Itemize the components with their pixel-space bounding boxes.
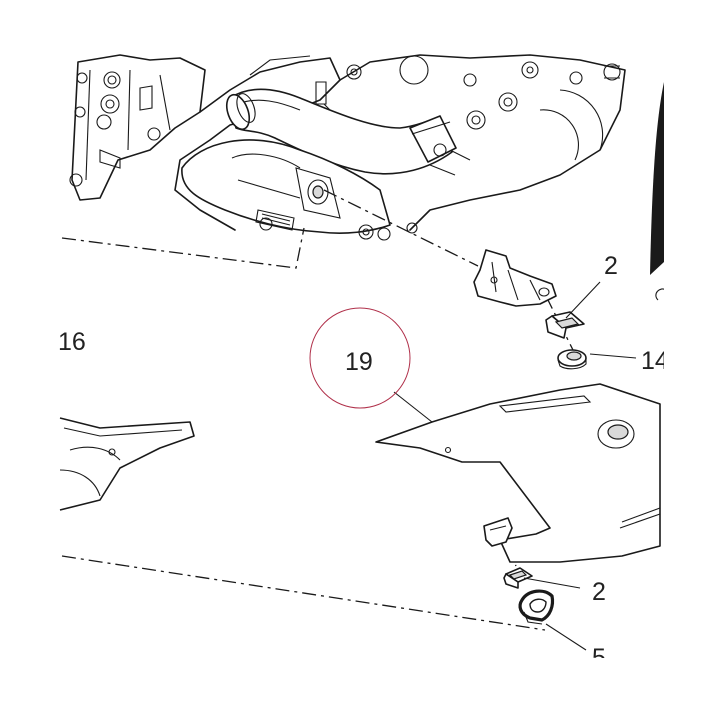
mounting-bracket bbox=[473, 249, 557, 307]
lower-bracket bbox=[483, 517, 513, 547]
callout-16: 16 bbox=[58, 328, 86, 356]
callout-leaders bbox=[393, 281, 637, 651]
callout-19: 19 bbox=[345, 348, 373, 376]
clip-nut-bottom bbox=[503, 567, 533, 589]
main-heat-shield bbox=[375, 383, 661, 563]
crop-mask-bottom bbox=[0, 658, 720, 720]
clip-nut-top bbox=[545, 311, 585, 339]
crop-mask-right bbox=[664, 0, 720, 720]
bracket-ring bbox=[518, 589, 555, 625]
frame-edge-panel bbox=[650, 82, 667, 301]
rubber-grommet bbox=[557, 349, 587, 370]
callout-19-highlight bbox=[309, 307, 411, 409]
left-heat-shield bbox=[59, 417, 195, 511]
engine-assembly bbox=[69, 54, 626, 241]
callout-2-bottom: 2 bbox=[592, 578, 606, 606]
callout-2-top: 2 bbox=[604, 252, 618, 280]
